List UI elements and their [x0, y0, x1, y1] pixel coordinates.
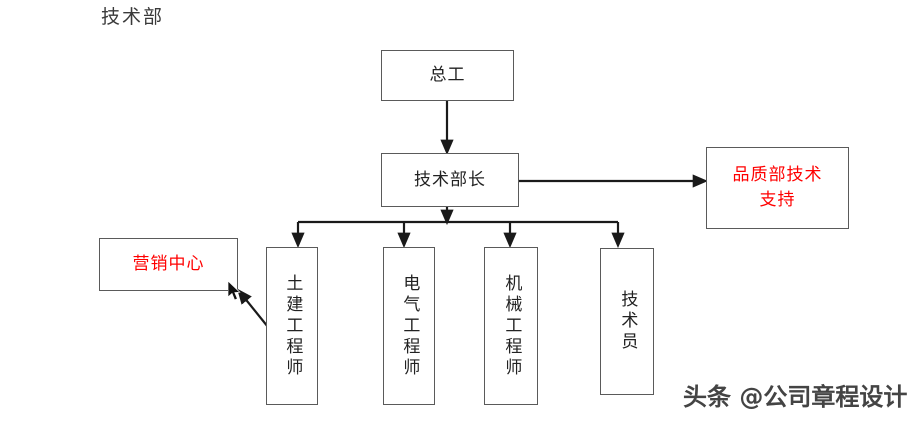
- node-mechanical-engineer[interactable]: 机械工程师: [484, 247, 538, 405]
- node-marketing-center[interactable]: 营销中心: [99, 238, 238, 291]
- node-technician[interactable]: 技术员: [600, 248, 654, 395]
- node-marketing-center-label: 营销中心: [132, 254, 205, 275]
- watermark-text: 头条 @公司章程设计: [683, 383, 908, 411]
- node-tech-manager-label: 技术部长: [414, 169, 486, 190]
- node-civil-engineer-label: 土建工程师: [282, 273, 303, 379]
- page-title: 技术部: [101, 6, 165, 28]
- node-chief-engineer-label: 总工: [429, 65, 466, 86]
- node-quality-support-label: 品质部技术 支持: [732, 165, 823, 210]
- node-electrical-engineer[interactable]: 电气工程师: [383, 247, 435, 405]
- mouse-cursor-icon: [228, 281, 241, 301]
- node-technician-label: 技术员: [617, 290, 638, 353]
- node-civil-engineer[interactable]: 土建工程师: [266, 247, 318, 405]
- node-chief-engineer[interactable]: 总工: [381, 50, 514, 101]
- node-quality-support[interactable]: 品质部技术 支持: [706, 147, 849, 229]
- node-mechanical-engineer-label: 机械工程师: [501, 273, 522, 379]
- node-tech-manager[interactable]: 技术部长: [381, 153, 519, 207]
- node-electrical-engineer-label: 电气工程师: [399, 273, 420, 379]
